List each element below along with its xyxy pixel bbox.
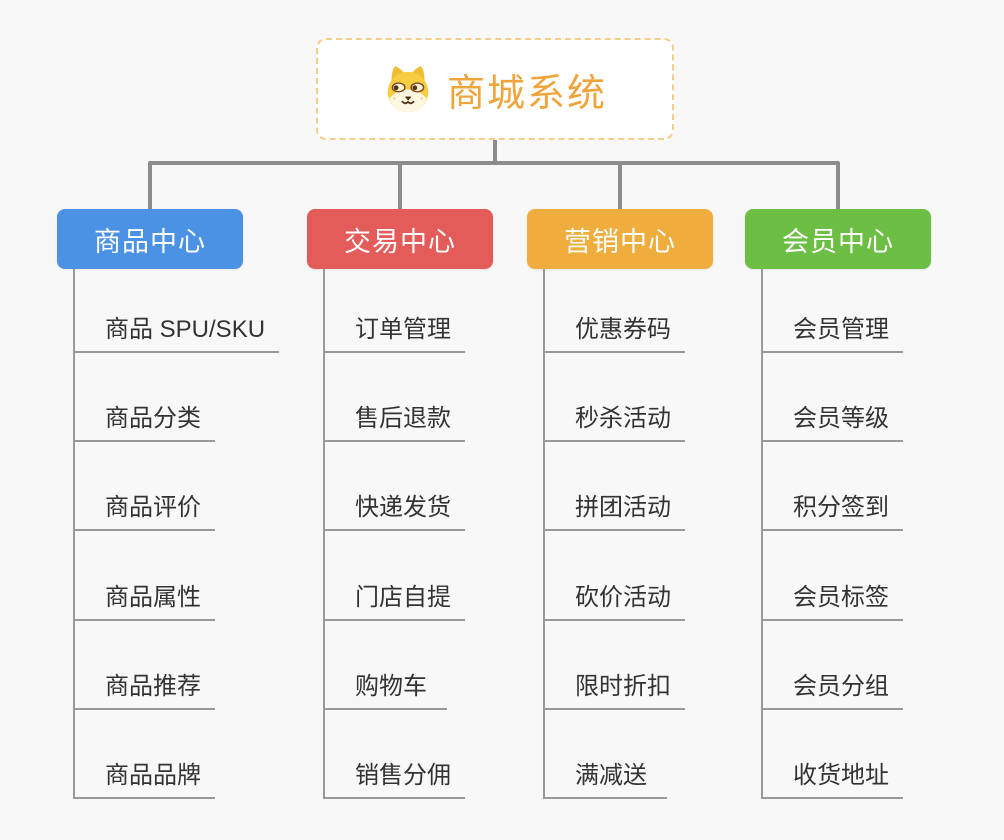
branch-marketing-center: 营销中心 优惠券码 秒杀活动 拼团活动 砍价活动 限时折扣 满减送: [527, 209, 713, 799]
topic-product-center[interactable]: 商品中心: [57, 209, 243, 269]
subtopic-product-recommend[interactable]: 商品推荐: [75, 621, 215, 710]
subtopic-group-buy[interactable]: 拼团活动: [545, 442, 685, 532]
subtopic-flash-sale[interactable]: 秒杀活动: [545, 353, 685, 443]
connector-drop-marketing: [618, 163, 622, 209]
topic-marketing-center[interactable]: 营销中心: [527, 209, 713, 269]
connector-root-stem: [493, 140, 497, 165]
subtopic-express-delivery[interactable]: 快递发货: [325, 442, 465, 532]
subtopic-product-category[interactable]: 商品分类: [75, 353, 215, 443]
subtopic-full-reduction[interactable]: 满减送: [545, 710, 667, 799]
branch-marketing-children: 优惠券码 秒杀活动 拼团活动 砍价活动 限时折扣 满减送: [543, 269, 685, 799]
subtopic-product-spu-sku[interactable]: 商品 SPU/SKU: [75, 269, 280, 353]
subtopic-bargain-activity[interactable]: 砍价活动: [545, 531, 685, 621]
branch-product-children: 商品 SPU/SKU 商品分类 商品评价 商品属性 商品推荐 商品品牌: [73, 269, 280, 799]
branch-trade-center: 交易中心 订单管理 售后退款 快递发货 门店自提 购物车 销售分佣: [307, 209, 493, 799]
subtopic-member-level[interactable]: 会员等级: [763, 353, 903, 443]
subtopic-shipping-address[interactable]: 收货地址: [763, 710, 903, 799]
subtopic-product-brand[interactable]: 商品品牌: [75, 710, 215, 799]
subtopic-product-attribute[interactable]: 商品属性: [75, 531, 215, 621]
topic-member-center[interactable]: 会员中心: [745, 209, 931, 269]
root-topic-label: 商城系统: [446, 72, 607, 115]
topic-trade-center[interactable]: 交易中心: [307, 209, 493, 269]
branch-member-center: 会员中心 会员管理 会员等级 积分签到 会员标签 会员分组 收货地址: [745, 209, 931, 799]
subtopic-coupon-code[interactable]: 优惠券码: [545, 269, 685, 353]
branch-trade-children: 订单管理 售后退款 快递发货 门店自提 购物车 销售分佣: [323, 269, 465, 799]
branch-member-children: 会员管理 会员等级 积分签到 会员标签 会员分组 收货地址: [761, 269, 903, 799]
connector-drop-member: [836, 163, 840, 209]
subtopic-store-pickup[interactable]: 门店自提: [325, 531, 465, 621]
subtopic-limited-time-discount[interactable]: 限时折扣: [545, 621, 685, 710]
subtopic-order-management[interactable]: 订单管理: [325, 269, 465, 353]
subtopic-aftersale-refund[interactable]: 售后退款: [325, 353, 465, 443]
connector-drop-product: [148, 163, 152, 209]
subtopic-member-tag[interactable]: 会员标签: [763, 531, 903, 621]
subtopic-product-review[interactable]: 商品评价: [75, 442, 215, 532]
subtopic-member-group[interactable]: 会员分组: [763, 621, 903, 710]
dog-face-icon: [387, 66, 429, 113]
subtopic-points-checkin[interactable]: 积分签到: [763, 442, 903, 532]
connector-drop-trade: [398, 163, 402, 209]
subtopic-shopping-cart[interactable]: 购物车: [325, 621, 447, 710]
subtopic-member-management[interactable]: 会员管理: [763, 269, 903, 353]
connector-horizontal: [148, 161, 840, 165]
branch-product-center: 商品中心 商品 SPU/SKU 商品分类 商品评价 商品属性 商品推荐 商品品牌: [57, 209, 280, 799]
subtopic-sales-commission[interactable]: 销售分佣: [325, 710, 465, 799]
root-topic[interactable]: 商城系统: [316, 38, 674, 140]
